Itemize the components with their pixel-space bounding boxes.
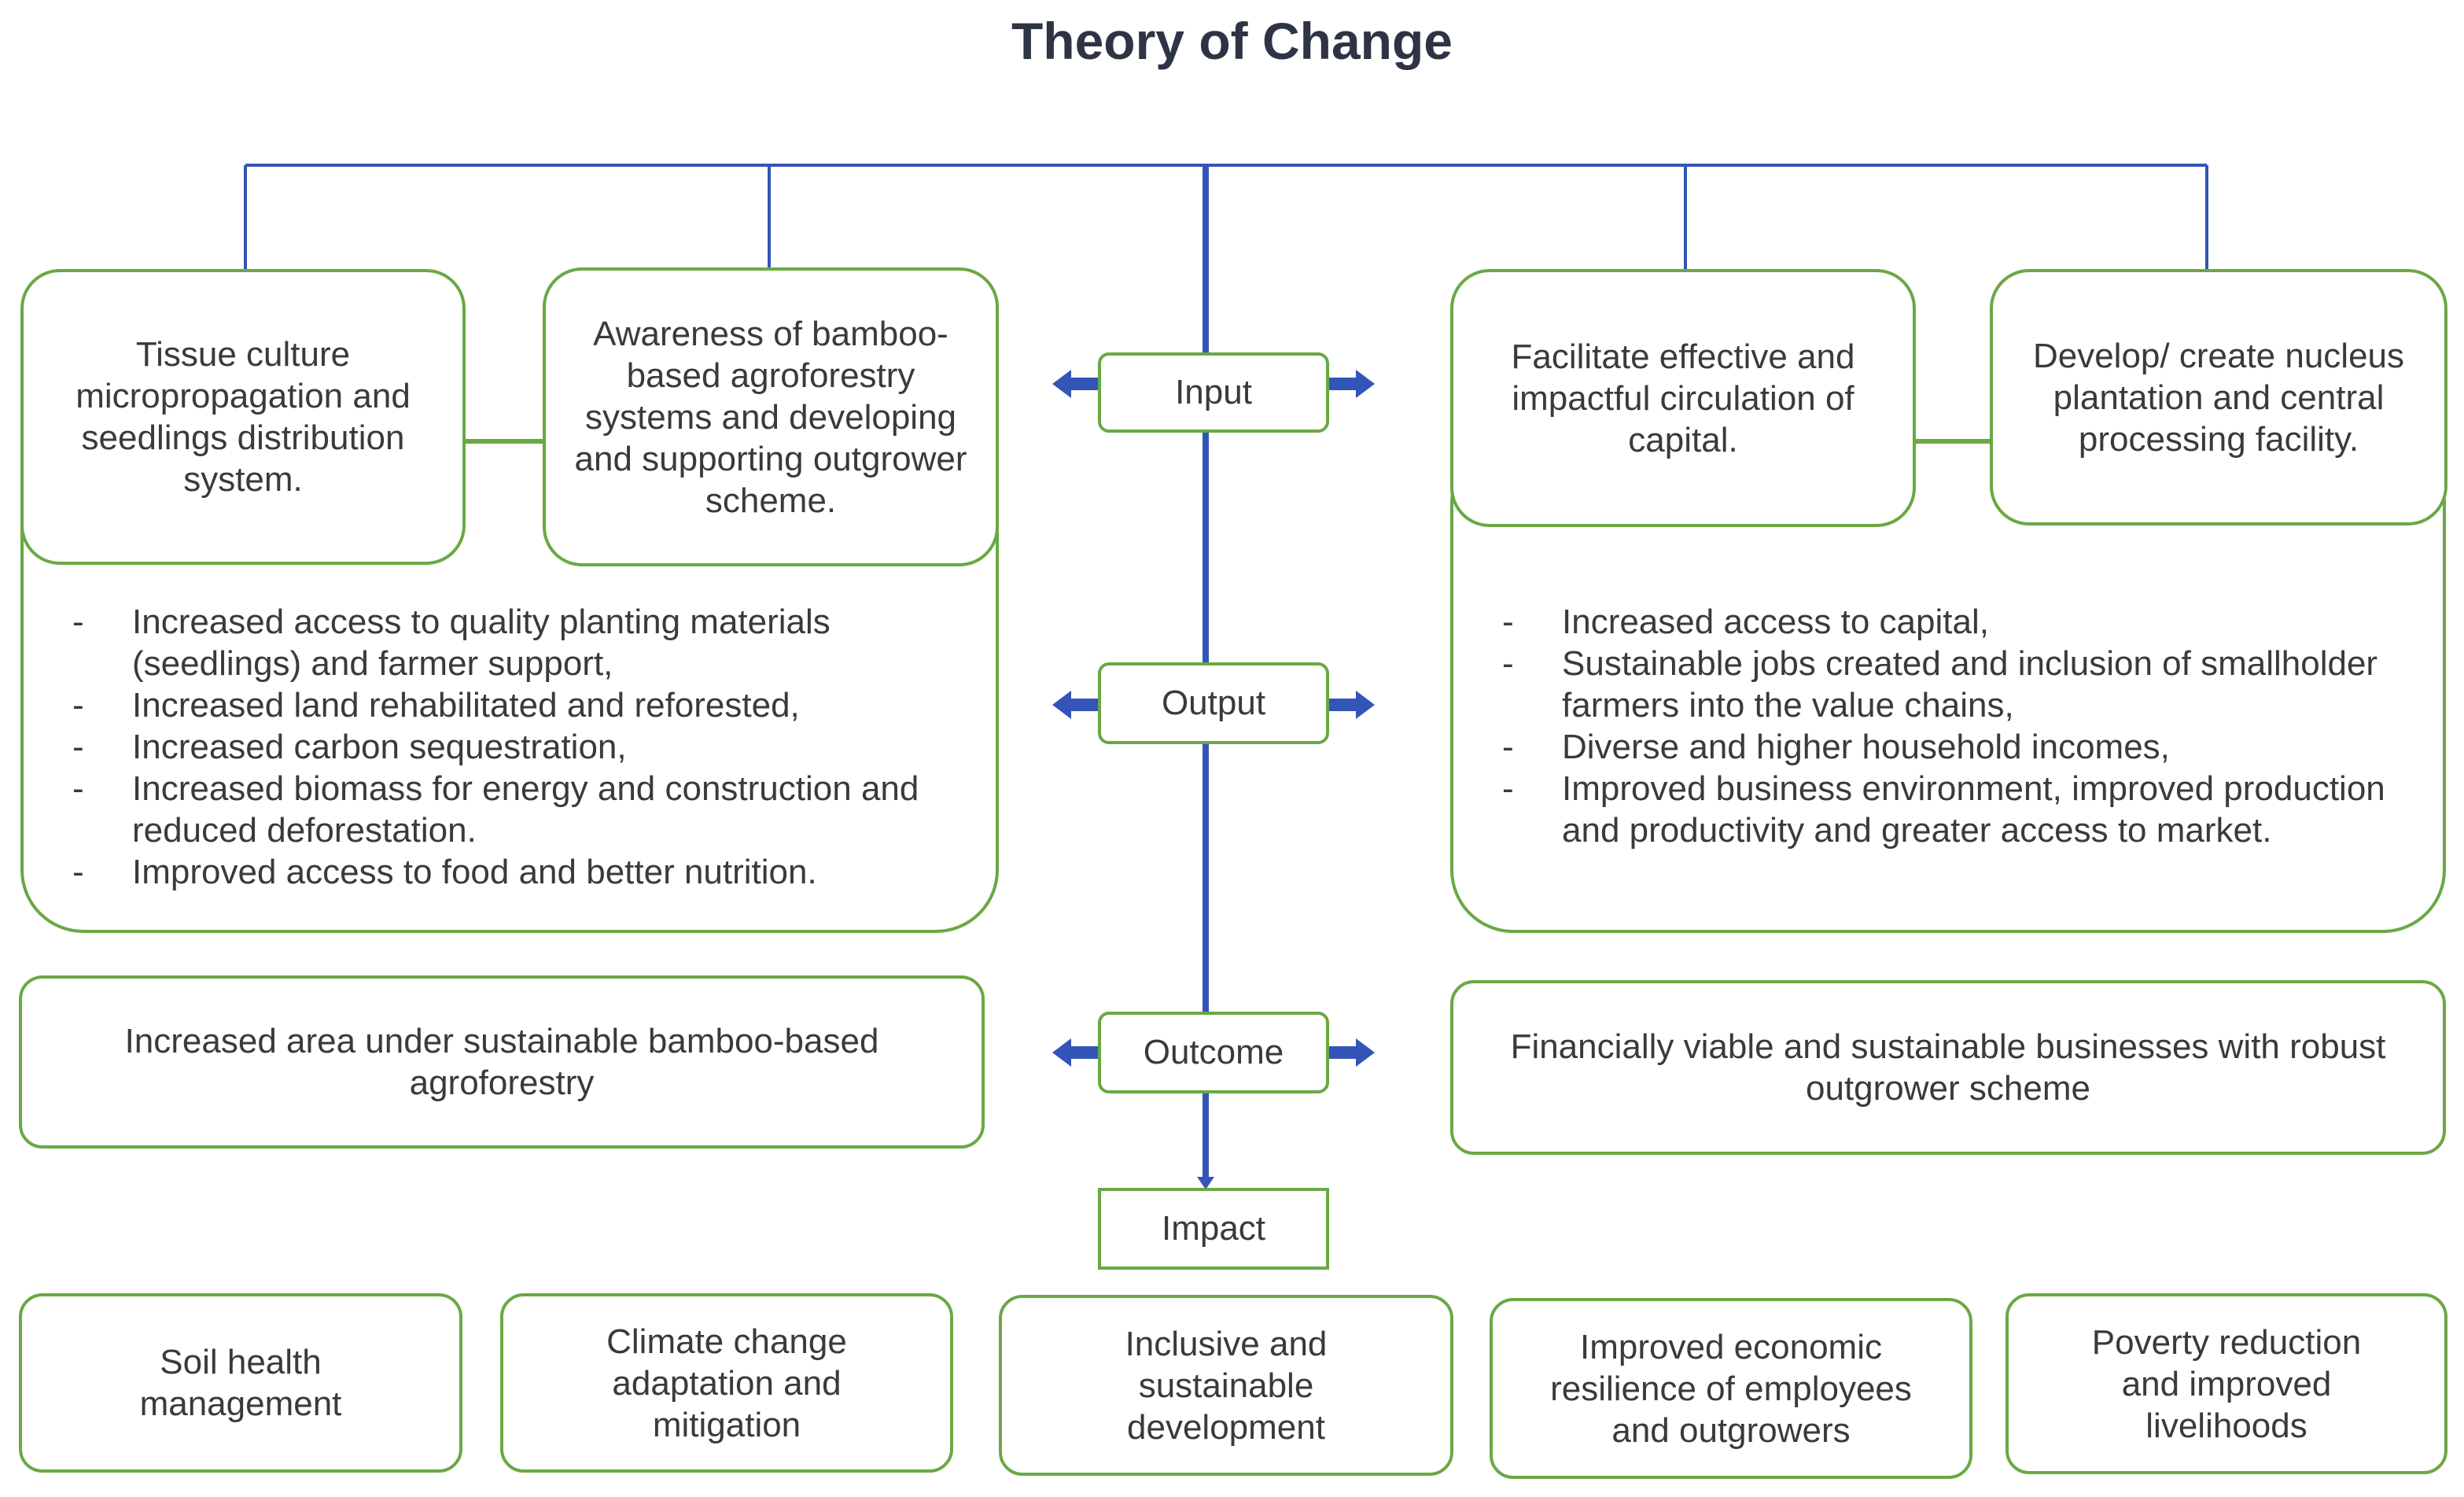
list-item: -Increased biomass for energy and constr… bbox=[72, 769, 919, 850]
list-item: -Increased access to quality planting ma… bbox=[72, 603, 831, 683]
list-item: -Increased access to capital, bbox=[1502, 603, 1989, 641]
input-box-nucleus: Develop/ create nucleus plantation and c… bbox=[1990, 269, 2447, 525]
arrow-left bbox=[1052, 1038, 1098, 1067]
input-box-awareness: Awareness of bamboo-based agroforestry s… bbox=[543, 267, 999, 566]
list-item: -Improved business environment, improved… bbox=[1502, 769, 2385, 850]
impact-box-soil: Soil health management bbox=[19, 1293, 462, 1473]
arrow-right bbox=[1329, 370, 1375, 398]
list-item: -Improved access to food and better nutr… bbox=[72, 853, 817, 891]
input-arrows bbox=[1052, 370, 1375, 398]
list-item: -Sustainable jobs created and inclusion … bbox=[1502, 644, 2378, 725]
stage-output: Output bbox=[1098, 662, 1329, 744]
stage-impact: Impact bbox=[1098, 1188, 1329, 1270]
spine-arrowhead bbox=[1197, 1177, 1214, 1189]
diagram-title: Theory of Change bbox=[1011, 12, 1453, 70]
impact-box-climate: Climate change adaptation and mitigation bbox=[500, 1293, 953, 1473]
output-list-left: -Increased access to quality planting ma… bbox=[24, 601, 967, 893]
stage-input: Input bbox=[1098, 352, 1329, 433]
list-item: -Increased carbon sequestration, bbox=[72, 728, 627, 766]
arrow-left bbox=[1052, 691, 1098, 719]
input-box-capital: Facilitate effective and impactful circu… bbox=[1450, 269, 1916, 527]
stage-outcome: Outcome bbox=[1098, 1012, 1329, 1093]
arrow-right bbox=[1329, 691, 1375, 719]
list-item: -Diverse and higher household incomes, bbox=[1502, 728, 2170, 766]
outcome-box-left: Increased area under sustainable bamboo-… bbox=[19, 975, 985, 1149]
impact-box-inclusive: Inclusive and sustainable development bbox=[999, 1295, 1453, 1476]
impact-box-resilience: Improved economic resilience of employee… bbox=[1490, 1298, 1972, 1479]
outcome-arrows bbox=[1052, 1038, 1375, 1067]
input-box-tissue-culture: Tissue culture micropropagation and seed… bbox=[20, 269, 466, 565]
impact-box-poverty: Poverty reduction and improved livelihoo… bbox=[2005, 1293, 2447, 1474]
list-item: -Increased land rehabilitated and refore… bbox=[72, 686, 800, 725]
outcome-box-right: Financially viable and sustainable busin… bbox=[1450, 980, 2446, 1155]
output-arrows bbox=[1052, 691, 1375, 719]
arrow-right bbox=[1329, 1038, 1375, 1067]
output-list-right: -Increased access to capital, -Sustainab… bbox=[1453, 601, 2413, 851]
arrow-left bbox=[1052, 370, 1098, 398]
